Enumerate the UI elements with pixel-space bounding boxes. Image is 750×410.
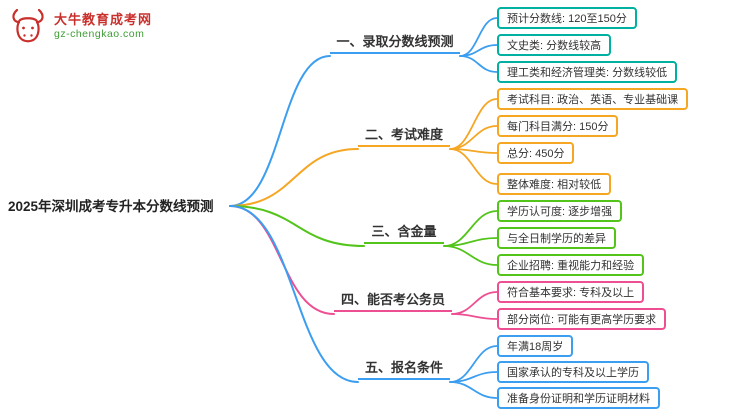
leaf-node: 每门科目满分: 150分 [497, 115, 619, 137]
leaf-node: 准备身份证明和学历证明材料 [497, 387, 660, 409]
branch-1-label: 一、录取分数线预测 [330, 32, 460, 54]
root-topic: 2025年深圳成考专升本分数线预测 [8, 199, 214, 214]
leaf-node: 整体难度: 相对较低 [497, 173, 612, 195]
branch-4-label: 四、能否考公务员 [334, 290, 452, 312]
leaf-node: 考试科目: 政治、英语、专业基础课 [497, 88, 689, 110]
leaf-node: 符合基本要求: 专科及以上 [497, 281, 645, 303]
ox-logo-icon [12, 8, 44, 43]
leaf-node: 与全日制学历的差异 [497, 227, 616, 249]
logo-text: 大牛教育成考网 gz-chengkao.com [54, 11, 152, 41]
leaf-node: 企业招聘: 重视能力和经验 [497, 254, 645, 276]
branch-2-label: 二、考试难度 [358, 125, 450, 147]
leaf-node: 年满18周岁 [497, 335, 574, 357]
branch-2-links [229, 98, 498, 207]
branch-5-links [229, 205, 498, 399]
leaf-node: 总分: 450分 [497, 142, 575, 164]
site-url: gz-chengkao.com [54, 28, 145, 40]
leaf-node: 理工类和经济管理类: 分数线较低 [497, 61, 678, 83]
site-name: 大牛教育成考网 [54, 12, 153, 27]
leaf-node: 学历认可度: 逐步增强 [497, 200, 623, 222]
leaf-node: 国家承认的专科及以上学历 [497, 361, 649, 383]
branch-3-label: 三、含金量 [364, 222, 444, 244]
leaf-node: 部分岗位: 可能有更高学历要求 [497, 308, 667, 330]
leaf-node: 预计分数线: 120至150分 [497, 7, 637, 29]
branch-3-links [229, 205, 498, 266]
leaf-node: 文史类: 分数线较高 [497, 34, 612, 56]
branch-5-label: 五、报名条件 [358, 358, 450, 380]
branch-1-links [229, 17, 498, 207]
site-logo: 大牛教育成考网 gz-chengkao.com [8, 7, 152, 45]
